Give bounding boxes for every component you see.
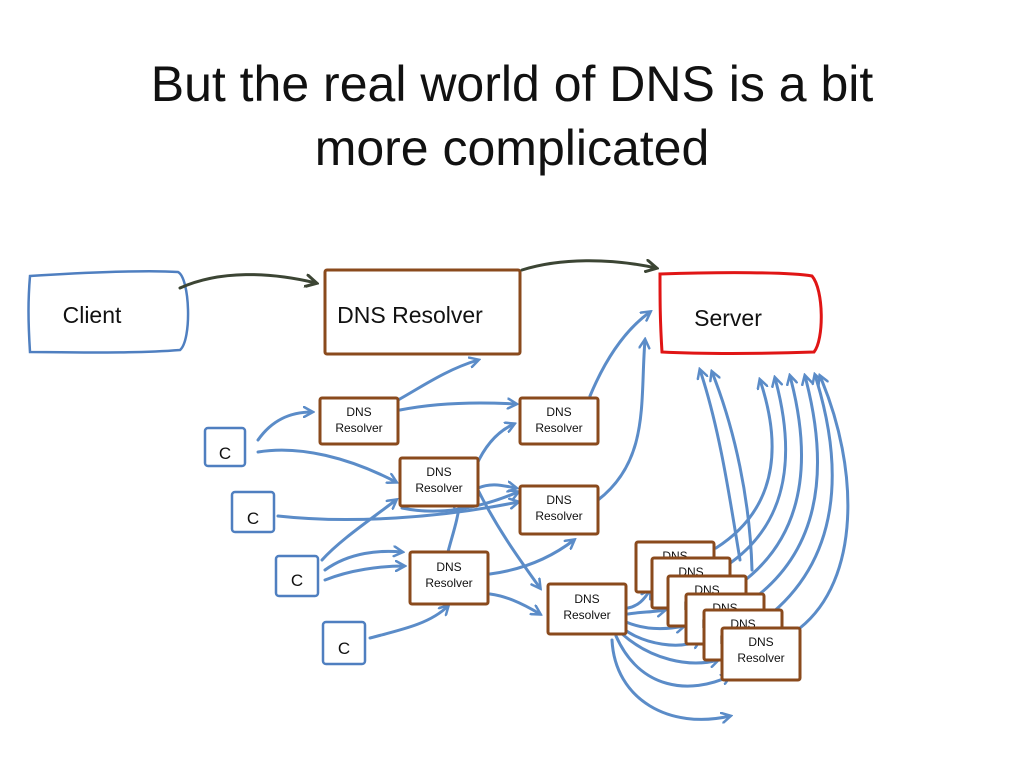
title-line-2: more complicated [314, 120, 710, 176]
server-label: Server [694, 305, 762, 331]
stacked-resolver-box-front: DNS Resolver [720, 626, 802, 682]
server-node: Server [658, 271, 823, 355]
client-label: Client [63, 302, 122, 328]
small-client-label: C [247, 509, 259, 528]
resolution-arrows [256, 312, 850, 719]
title-line-1: But the real world of DNS is a bit [150, 56, 874, 112]
main-dns-resolver-node: DNS Resolver [323, 268, 522, 356]
resolver-line-2: Resolver [737, 651, 784, 665]
client-to-resolver-arrow [178, 273, 316, 290]
resolver-line-1: DNS [346, 405, 371, 419]
resolver-line-2: Resolver [415, 481, 462, 495]
dns-resolver-box: DNS Resolver [318, 396, 400, 446]
resolver-line-2: Resolver [425, 576, 472, 590]
small-client-label: C [219, 444, 231, 463]
main-resolver-label: DNS Resolver [337, 302, 483, 328]
client-node: Client [27, 269, 190, 354]
resolver-line-2: Resolver [535, 421, 582, 435]
resolver-line-2: Resolver [563, 608, 610, 622]
slide-title: But the real world of DNS is a bit more … [0, 52, 1024, 180]
dns-resolver-box: DNS Resolver [546, 582, 628, 636]
small-client-label: C [338, 639, 350, 658]
dns-resolver-box: DNS Resolver [518, 484, 600, 536]
small-client-3: C [274, 554, 320, 598]
small-client-4: C [321, 620, 367, 666]
resolver-line-2: Resolver [335, 421, 382, 435]
resolver-line-2: Resolver [535, 509, 582, 523]
resolver-line-1: DNS [426, 465, 451, 479]
small-client-1: C [203, 426, 247, 468]
dns-resolver-box: DNS Resolver [518, 396, 600, 446]
dns-resolver-box: DNS Resolver [398, 456, 480, 508]
resolver-line-1: DNS [436, 560, 461, 574]
small-client-2: C [230, 490, 276, 534]
small-client-label: C [291, 571, 303, 590]
dns-resolver-box: DNS Resolver [408, 550, 490, 606]
resolver-line-1: DNS [546, 493, 571, 507]
resolver-line-1: DNS [546, 405, 571, 419]
resolver-line-1: DNS [574, 592, 599, 606]
resolver-line-1: DNS [748, 635, 773, 649]
resolver-to-server-arrow [520, 261, 656, 270]
